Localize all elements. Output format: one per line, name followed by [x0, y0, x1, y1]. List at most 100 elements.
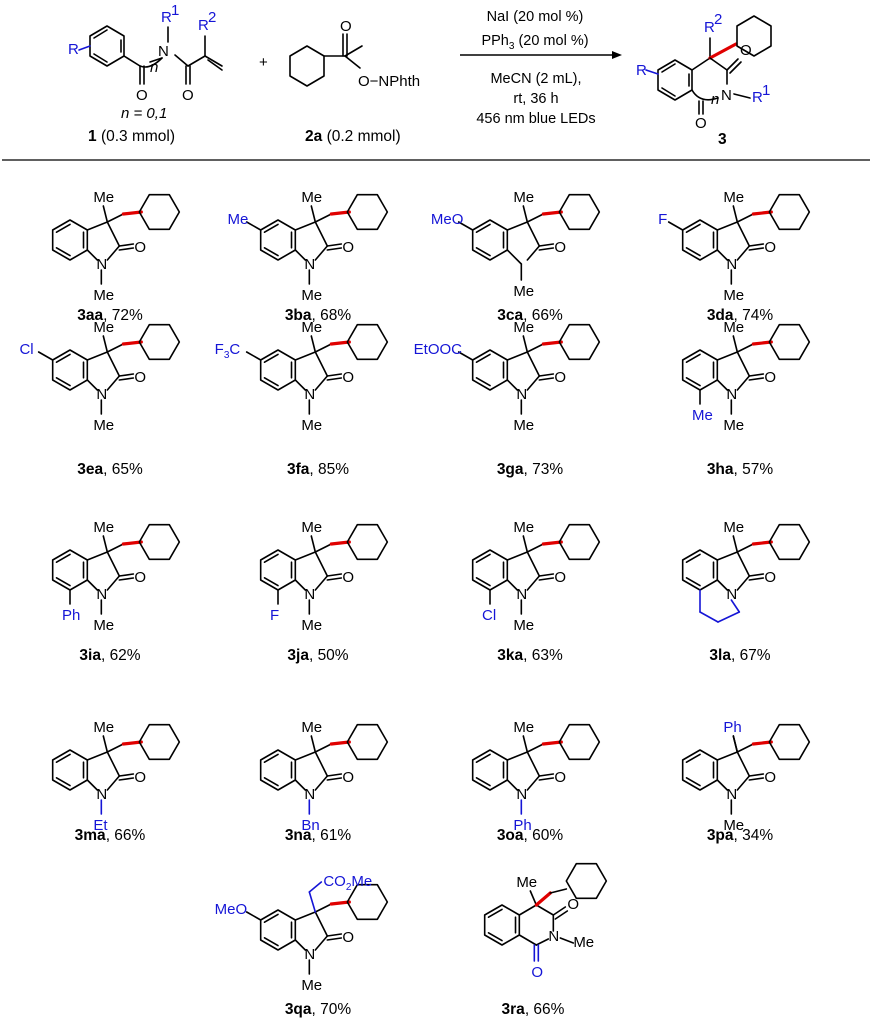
new-c-c-bond	[751, 340, 773, 346]
reactant-2: O O−NPhth 2a (0.2 mmol)	[289, 18, 420, 145]
c3-methyl-label: Me	[93, 189, 114, 206]
aromatic-double-bond	[55, 576, 71, 587]
product-r1-label: R	[752, 89, 763, 106]
cyclohexyl-ring	[558, 523, 601, 561]
n-substituent-label: Me	[93, 287, 114, 304]
r1-sup: 1	[171, 2, 179, 19]
ch2-bond	[106, 213, 125, 223]
new-c-c-bond	[329, 210, 351, 216]
carbonyl-o: O	[764, 769, 776, 786]
c3-methyl-label: Me	[93, 719, 114, 736]
new-c-c-bond	[541, 740, 563, 746]
amide-n: N	[304, 786, 315, 803]
carbonyl-o: O	[342, 769, 354, 786]
ch2-bond	[736, 213, 755, 223]
new-c-c-bond	[541, 210, 563, 216]
reaction-conditions: NaI (20 mol %) PPh3 (20 mol %) MeCN (2 m…	[460, 9, 622, 127]
cyclohexyl-ring	[558, 723, 601, 761]
aromatic-double-bond	[685, 576, 701, 587]
benzene-ring	[471, 349, 509, 391]
new-c-c-bond	[751, 740, 773, 746]
product-caption: 3ca, 66%	[497, 307, 563, 324]
aromatic-double-bond	[55, 753, 71, 764]
product-r2-sup: 2	[714, 11, 722, 28]
ester-label: O−NPhth	[358, 73, 420, 90]
c5-substituent-label: MeO	[431, 211, 464, 228]
ch2-bond	[736, 743, 755, 753]
c3-methyl-label: Me	[301, 189, 322, 206]
n-substituent-label: Me	[723, 287, 744, 304]
c3-methyl-label: Me	[93, 319, 114, 336]
benzene-ring	[51, 219, 89, 261]
amide-n: N	[726, 786, 737, 803]
c3-methyl-label: Me	[513, 719, 534, 736]
c5-substituent-label: Cl	[19, 341, 33, 358]
product-r1-sup: 1	[762, 82, 770, 99]
c3-methyl-label: Me	[301, 319, 322, 336]
amide-n: N	[516, 786, 527, 803]
condition-line-2: PPh3 (20 mol %)	[481, 33, 588, 52]
ch2-bond	[526, 543, 545, 553]
product-r-label: R	[636, 62, 647, 79]
benzene-ring	[51, 549, 89, 591]
ch2-bond	[526, 743, 545, 753]
aromatic-double-bond	[263, 936, 279, 947]
product-caption: 3oa, 60%	[497, 827, 564, 844]
new-c-c-bond	[121, 540, 143, 546]
product-caption: 3ga, 73%	[497, 461, 564, 478]
c7-substituent-label: Me	[692, 407, 713, 424]
cyclohexyl-ring	[558, 323, 601, 361]
aromatic-double-bond	[685, 223, 701, 233]
cyclohexyl-ring	[558, 193, 601, 231]
benzene-ring	[681, 549, 719, 591]
ch2-bond	[314, 213, 333, 223]
carbonyl-o: O	[764, 369, 776, 386]
aromatic-double-bond	[263, 776, 279, 787]
condition-line-1: NaI (20 mol %)	[487, 9, 584, 25]
cyclohexyl-ring	[565, 862, 608, 900]
amide-n-1: N	[158, 43, 169, 60]
c4-methyl-label: Me	[516, 874, 537, 891]
cyclohexyl-ring	[346, 193, 389, 231]
n-substituent-label: Ph	[513, 817, 531, 834]
product-n-label: n	[711, 91, 719, 108]
amide-n: N	[304, 946, 315, 963]
aromatic-double-bond	[685, 753, 701, 764]
product-r2-label: R	[704, 19, 715, 36]
ch2-co2me-bond	[308, 891, 317, 913]
benzene-ring	[471, 749, 509, 791]
n-substituent-label: Me	[513, 617, 534, 634]
cyclohexyl-ring	[346, 323, 389, 361]
c7-substituent-label: Ph	[62, 607, 80, 624]
product-caption: 3ia, 62%	[79, 647, 140, 664]
product-caption: 3qa, 70%	[285, 1001, 352, 1018]
amide-n: N	[96, 386, 107, 403]
cyclohexyl-ring	[768, 723, 811, 761]
product-caption: 3ba, 68%	[285, 307, 352, 324]
cyclohexyl-ring	[768, 523, 811, 561]
cyclohexyl-ring	[768, 193, 811, 231]
amide-n: N	[726, 586, 737, 603]
product-caption: 3ja, 50%	[287, 647, 348, 664]
new-c-c-bond	[541, 340, 563, 346]
carbonyl-o: O	[342, 239, 354, 256]
product-o-1: O	[740, 42, 752, 59]
benzene-ring	[483, 904, 521, 946]
product-caption: 3ma, 66%	[75, 827, 146, 844]
carbonyl-o: O	[342, 569, 354, 586]
carbonyl-o: O	[134, 239, 146, 256]
reactant-1: R O n N R 1 O R 2 n = 0,1 1	[68, 2, 223, 145]
condition-line-5: 456 nm blue LEDs	[476, 111, 595, 127]
r1-label: R	[161, 9, 172, 26]
aromatic-double-bond	[55, 376, 71, 387]
new-c-c-bond	[329, 740, 351, 746]
